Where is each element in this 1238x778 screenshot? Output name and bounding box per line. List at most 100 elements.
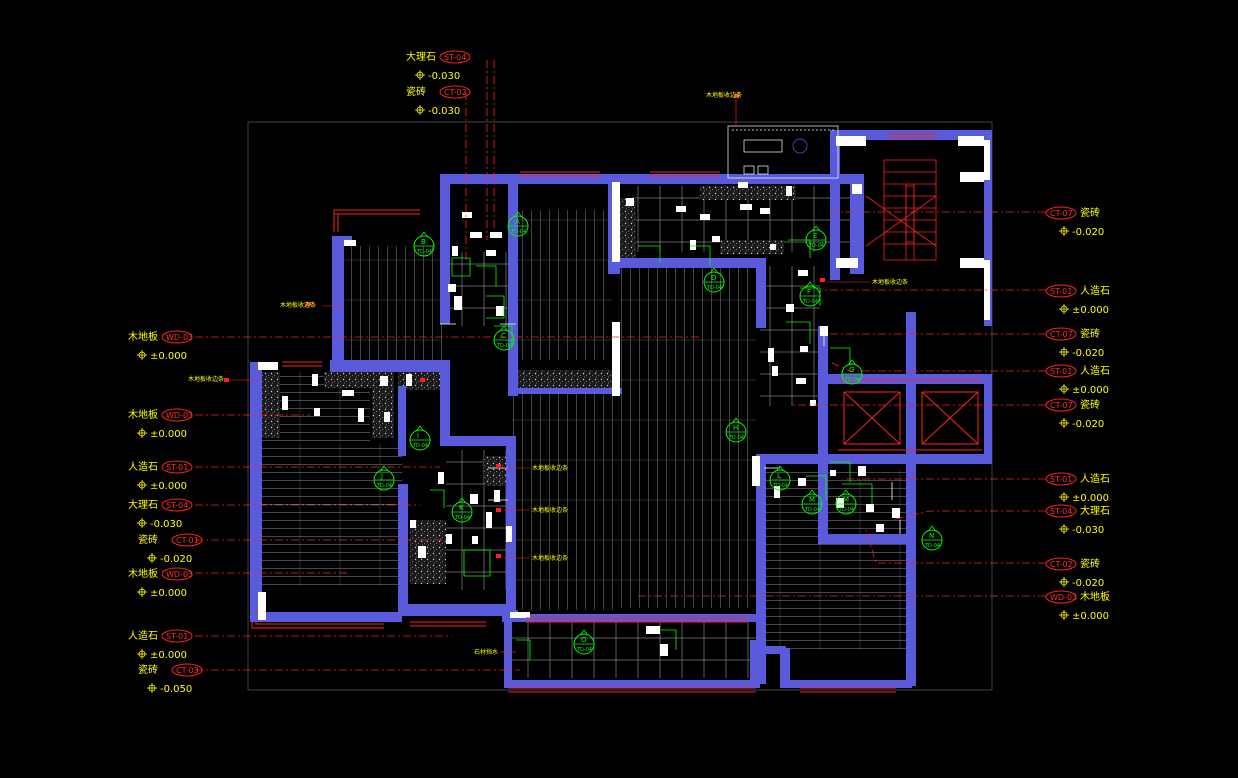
symbol-letter: F xyxy=(807,288,811,296)
material-code: ST-04 xyxy=(166,501,188,510)
elevation-value: -0.030 xyxy=(428,71,460,82)
symbol-letter: K xyxy=(459,504,464,512)
elevation-symbol-12: MTD-04 xyxy=(801,489,823,515)
note-floor-edge-7: 木地板收边条 xyxy=(872,278,908,286)
material-name: 瓷砖 xyxy=(1080,206,1100,219)
symbol-ref: TD-04 xyxy=(838,507,854,513)
symbol-ref: TD-04 xyxy=(576,647,592,653)
material-name: 人造石 xyxy=(128,629,158,642)
material-code: WD-03 xyxy=(166,411,193,420)
elevation-icon xyxy=(137,649,147,659)
note-floor-edge-3: 木地板收边条 xyxy=(532,464,568,472)
floor-areas xyxy=(262,186,906,678)
elevation-value: -0.050 xyxy=(160,684,192,695)
material-code: CT-07 xyxy=(1050,401,1073,410)
material-name: 大理石 xyxy=(128,498,158,511)
material-code: CT-02 xyxy=(444,88,467,97)
material-code: WD-03 xyxy=(1050,593,1077,602)
elevation-symbol-3: DTD-04 xyxy=(703,267,725,293)
material-name: 瓷砖 xyxy=(1080,398,1100,411)
fixtures xyxy=(282,182,900,656)
note-floor-edge-6: 木地板收边条 xyxy=(706,91,742,99)
elevation-icon xyxy=(1059,418,1069,428)
symbol-letter: A xyxy=(515,218,520,226)
elevation-icon xyxy=(415,105,425,115)
symbol-ref: TD-04 xyxy=(924,543,940,549)
elevation-symbol-15: OTD-04 xyxy=(573,629,595,655)
elevation-value: -0.020 xyxy=(1072,227,1104,238)
elevation-symbol-9: JTD-04 xyxy=(373,465,395,491)
symbol-ref: TD-04 xyxy=(808,243,824,249)
elevation-value: ±0.000 xyxy=(150,481,187,492)
symbol-letter: B xyxy=(421,238,426,246)
elevation-icon xyxy=(137,428,147,438)
note-floor-edge-5: 木地板收边条 xyxy=(532,554,568,562)
walls xyxy=(250,130,992,688)
symbol-ref: TD-04 xyxy=(454,515,470,521)
material-code: CT-07 xyxy=(1050,209,1073,218)
elevation-icon xyxy=(1059,610,1069,620)
elevation-icon xyxy=(1059,226,1069,236)
symbol-letter: I xyxy=(417,432,419,440)
elevation-icon xyxy=(415,70,425,80)
leader-arrows xyxy=(224,94,825,558)
note-floor-edge-4: 木地板收边条 xyxy=(532,506,568,514)
equipment xyxy=(727,125,839,179)
elevation-symbol-5: F TD-04 xyxy=(799,281,821,307)
symbol-ref: TD-04 xyxy=(496,343,512,349)
material-code: ST-04 xyxy=(1050,507,1072,516)
small-notes-group: 木地板收边条 木地板收边条 木地板收边条 木地板收边条 木地板收边条 木地板收边… xyxy=(188,91,908,656)
stair xyxy=(865,159,937,261)
elevation-icon xyxy=(147,553,157,563)
elevation-icon xyxy=(1059,577,1069,587)
symbol-letter: J xyxy=(380,472,383,480)
material-name: 木地板 xyxy=(1080,590,1110,603)
elevation-icon xyxy=(1059,492,1069,502)
material-name: 瓷砖 xyxy=(1080,327,1100,340)
elevation-icon xyxy=(1059,304,1069,314)
material-name: 人造石 xyxy=(1080,284,1110,297)
windows xyxy=(251,133,936,693)
elevation-value: ±0.000 xyxy=(150,429,187,440)
symbol-ref: TD-04 xyxy=(728,435,744,441)
left-label-3: 大理石 ST-04 -0.030 xyxy=(128,498,193,530)
symbol-letter: C xyxy=(501,332,506,340)
elevation-value: -0.030 xyxy=(428,106,460,117)
elevation-value: ±0.000 xyxy=(1072,611,1109,622)
elevation-value: ±0.000 xyxy=(150,650,187,661)
leader-lines xyxy=(195,60,1046,671)
symbol-ref: TD-04 xyxy=(416,249,432,255)
symbol-letter: G xyxy=(849,366,854,374)
elevation-icon xyxy=(1059,347,1069,357)
symbol-ref: TD-04 xyxy=(802,299,818,305)
elevation-symbol-11: LTD-04 xyxy=(769,465,791,491)
elevation-value: -0.030 xyxy=(150,519,182,530)
elevation-symbol-4: ETD-04 xyxy=(805,225,827,251)
section-marks xyxy=(440,323,901,534)
note-stone-water-stop: 石材挡水 xyxy=(474,648,498,656)
elevation-symbol-1: B TD-04 xyxy=(413,231,435,257)
material-code: ST-01 xyxy=(1050,367,1072,376)
door-swings xyxy=(430,239,873,660)
symbol-ref: TD-04 xyxy=(706,285,722,291)
elevation-value: ±0.000 xyxy=(1072,385,1109,396)
right-label-0: CT-07 瓷砖 -0.020 xyxy=(1045,206,1104,238)
symbol-letter: N xyxy=(929,532,934,540)
elevation-icon xyxy=(137,587,147,597)
elevation-symbol-8: ITD-04 xyxy=(409,425,431,451)
elevation-value: ±0.000 xyxy=(150,351,187,362)
